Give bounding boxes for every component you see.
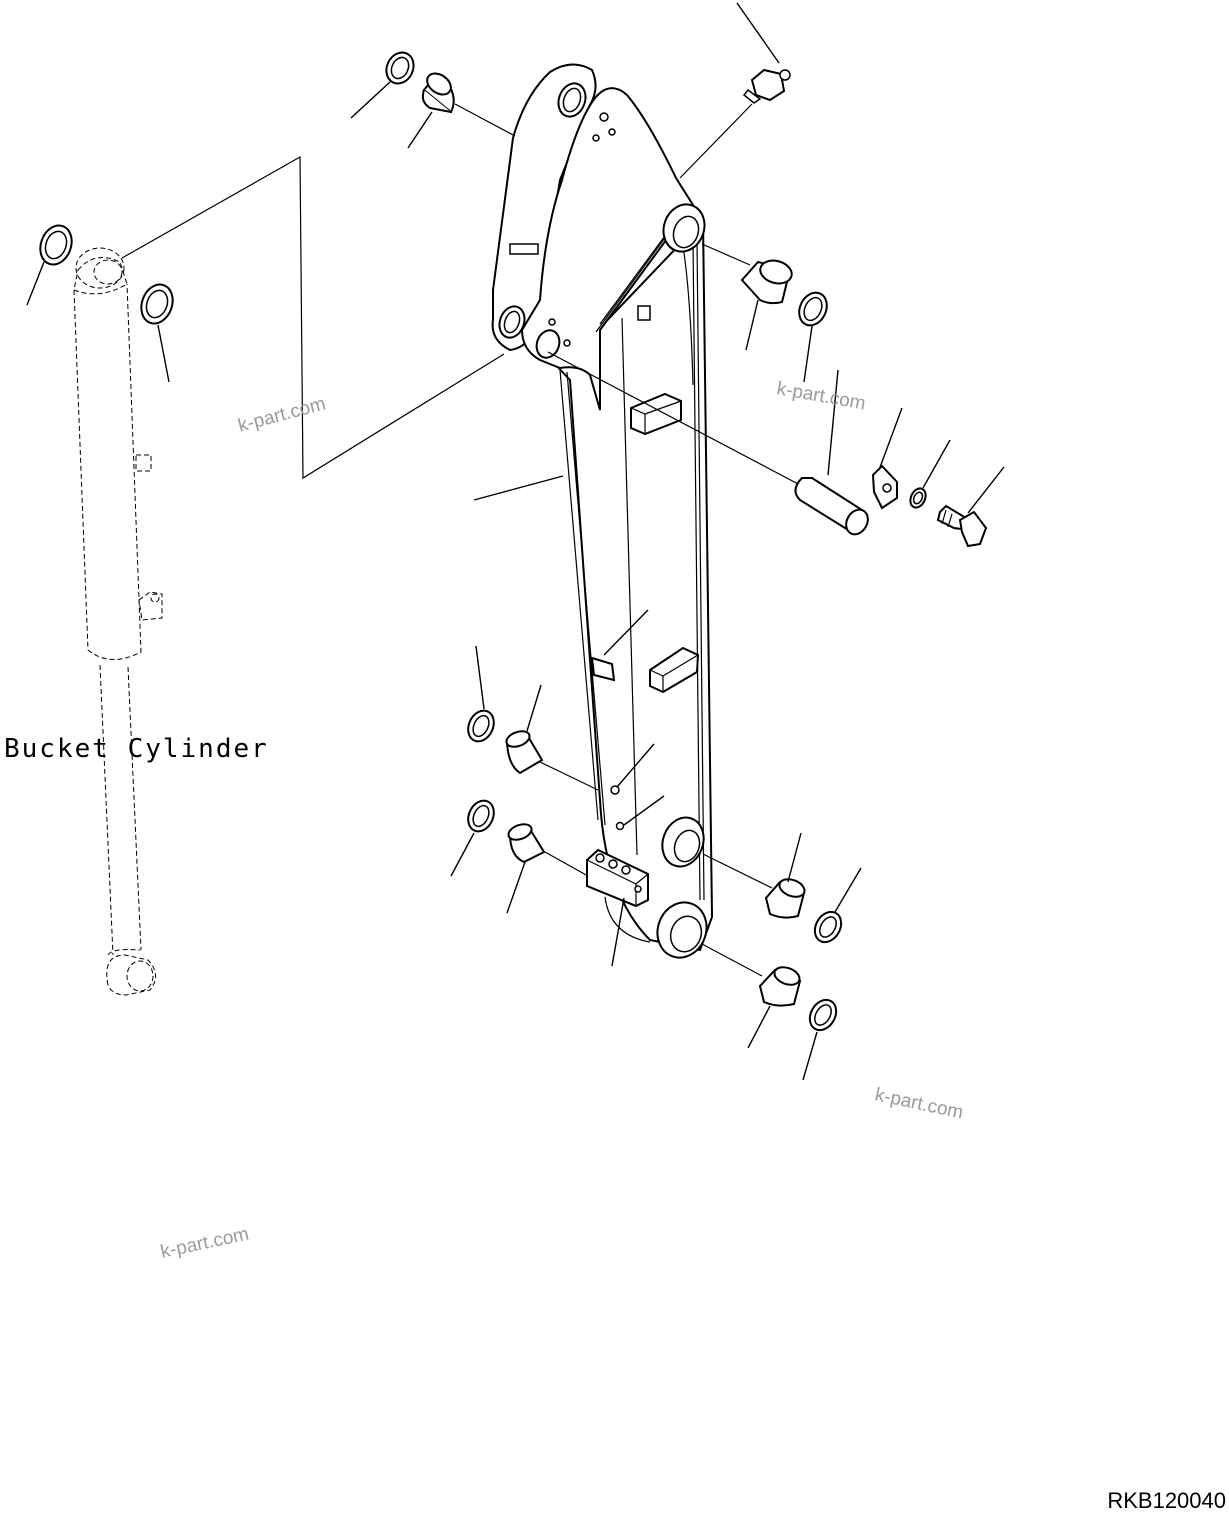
arm-upper-plate-front: [520, 87, 695, 411]
watermark-4: k-part.com: [159, 1224, 251, 1263]
arm-bottom-boss: [656, 901, 708, 959]
arm-block-upper: [630, 392, 682, 436]
arm-right-ring-upper: [798, 291, 828, 327]
lower-right-bushing-2: [758, 966, 802, 1007]
lock-washer: [909, 487, 927, 509]
bucket-cylinder: [26, 224, 174, 996]
arm-right-bushing-upper: [740, 259, 793, 305]
cylinder-top-washer-left: [39, 224, 73, 266]
watermark-2: k-part.com: [775, 378, 867, 414]
component-label: Bucket Cylinder: [4, 734, 269, 764]
arm-pin: [794, 477, 869, 536]
lower-left-ring-1: [467, 709, 495, 743]
arm-upper-plate-back: [491, 63, 597, 352]
cylinder-barrel: [73, 283, 142, 660]
lower-left-ring-2: [467, 799, 495, 833]
lower-right-ring-1: [813, 910, 843, 944]
cylinder-top-washer-right: [140, 283, 174, 325]
arm-top-bushing: [421, 72, 455, 114]
watermark-3: k-part.com: [873, 1084, 965, 1123]
arm-plate-small: [590, 656, 616, 682]
arm-lower-block: [586, 848, 649, 908]
grease-fitting-top: [742, 68, 791, 104]
cylinder-rod: [99, 664, 142, 956]
lower-left-bushing-2: [507, 823, 546, 864]
pin-lock-plate: [871, 464, 898, 510]
arm-top-ring: [385, 51, 415, 85]
lower-right-ring-2: [808, 998, 838, 1032]
lower-right-bushing-1: [764, 878, 806, 919]
cylinder-rod-eye: [106, 954, 156, 996]
arm-assembly: [491, 63, 714, 959]
arm-middle-boss: [661, 816, 705, 868]
lock-bolt: [936, 504, 988, 548]
watermark-1: k-part.com: [236, 393, 328, 437]
lower-left-bushing-1: [505, 730, 544, 775]
arm-upper-boss: [662, 203, 706, 253]
cylinder-link-line: [121, 155, 505, 480]
drawing-code: RKB120040: [1107, 1488, 1226, 1513]
